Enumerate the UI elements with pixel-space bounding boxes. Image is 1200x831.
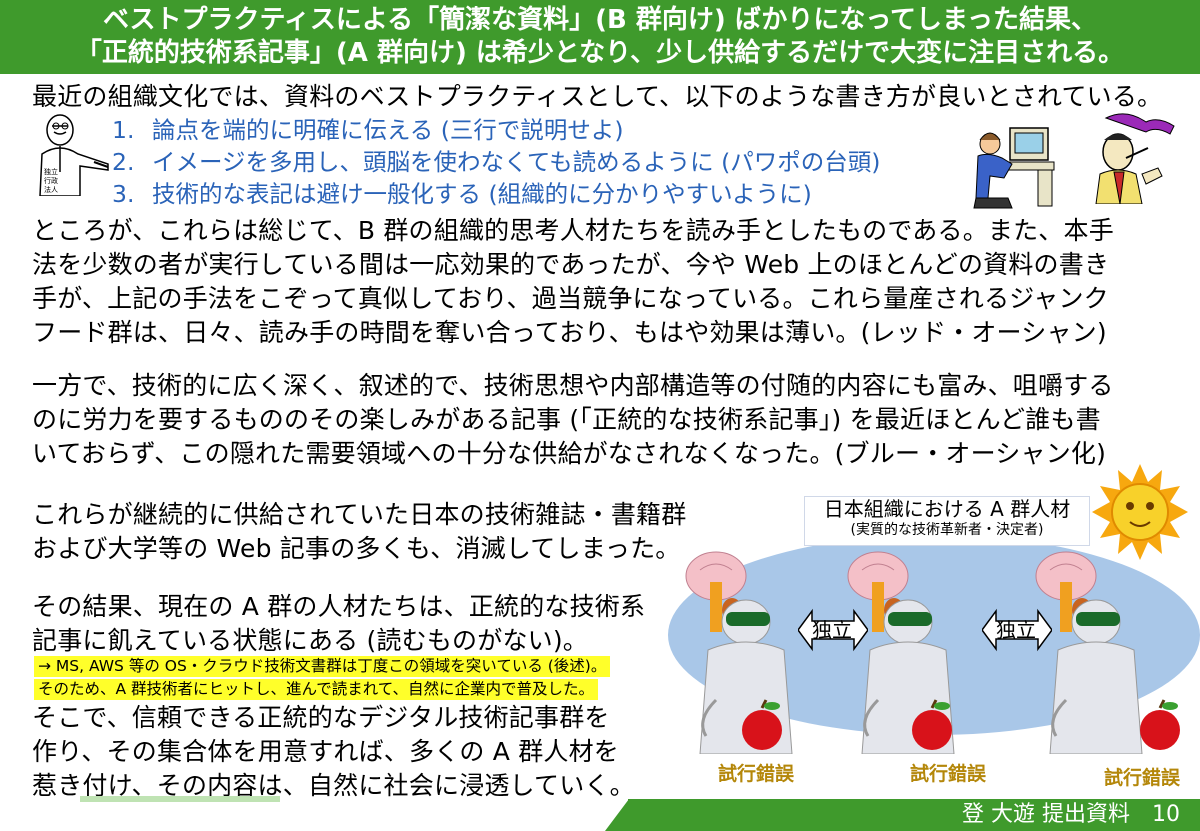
list-item: 2. イメージを多用し、頭脳を使わなくても読めるように (パワポの台頭): [112, 146, 880, 178]
paragraph-3: これらが継続的に供給されていた日本の技術雑誌・書籍群 および大学等の Web 記…: [32, 498, 686, 566]
footer-accent-line: [80, 796, 280, 802]
list-item: 3. 技術的な表記は避け一般化する (組織的に分かりやすいように): [112, 178, 880, 210]
highlight-line-1: → MS, AWS 等の OS・クラウド技術文書群は丁度この領域を突いている (…: [34, 656, 611, 677]
independence-label: 独立: [996, 618, 1036, 642]
paragraph-2: 一方で、技術的に広く深く、叙述的で、技術思想や内部構造等の付随的内容にも富み、咀…: [32, 369, 1114, 471]
list-text: イメージを多用し、頭脳を使わなくても読めるように (パワポの台頭): [152, 148, 881, 176]
paragraph-line: そこで、信頼できる正統的なデジタル技術記事群を: [32, 703, 610, 732]
highlight-line-2: そのため、A 群技術者にヒットし、進んで読まれて、自然に企業内で普及した。: [34, 679, 599, 700]
a-group-subtitle: (実質的な技術革新者・決定者): [850, 522, 1044, 538]
list-number: 3.: [112, 180, 135, 208]
a-group-title: 日本組織における A 群人材: [823, 497, 1071, 521]
paragraph-line: 記事に飢えている状態にある (読むものがない)。: [32, 626, 589, 655]
a-group-label: 日本組織における A 群人材 (実質的な技術革新者・決定者): [804, 496, 1090, 546]
footer-bar: [628, 799, 1200, 831]
header-line-1: ベストプラクティスによる「簡潔な資料」(B 群向け) ばかりになってしまった結果…: [102, 5, 1098, 35]
svg-text:行政: 行政: [44, 176, 58, 185]
paragraph-line: 法を少数の者が実行している間は一応効果的であったが、今や Web 上のほとんどの…: [32, 250, 1110, 279]
paragraph-line: フード群は、日々、読み手の時間を奪い合っており、もはや効果は薄い。(レッド・オー…: [32, 318, 1107, 347]
independence-arrow-2: 独立: [981, 607, 1053, 653]
list-text: 技術的な表記は避け一般化する (組織的に分かりやすいように): [152, 180, 812, 208]
sun-icon: [1092, 464, 1188, 560]
engineer-figure-3: [1035, 551, 1180, 754]
footer-notch: [605, 799, 629, 831]
best-practice-list: 1. 論点を端的に明確に伝える (三行で説明せよ) 2. イメージを多用し、頭脳を使…: [112, 114, 880, 210]
slide-header: ベストプラクティスによる「簡潔な資料」(B 群向け) ばかりになってしまった結果…: [0, 0, 1200, 74]
paragraph-5: そこで、信頼できる正統的なデジタル技術記事群を 作り、その集合体を用意すれば、多…: [32, 701, 635, 803]
trial-error-label-3: 試行錯誤: [1104, 767, 1181, 789]
paragraph-line: いておらず、この隠れた需要領域への十分な供給がなされなくなった。(ブルー・オーシ…: [32, 439, 1107, 468]
paragraph-line: 手が、上記の手法をこぞって真似しており、過当競争になっている。これら量産されるジ…: [32, 284, 1109, 313]
smoking-man-illustration: [1095, 113, 1175, 204]
paragraph-line: 惹き付け、その内容は、自然に社会に浸透していく。: [32, 771, 635, 800]
independence-label: 独立: [812, 618, 852, 642]
paragraph-4: その結果、現在の A 群の人材たちは、正統的な技術系 記事に飢えている状態にある…: [32, 590, 645, 658]
computer-user-illustration: [973, 127, 1055, 209]
trial-error-label-1: 試行錯誤: [718, 763, 795, 785]
list-number: 2.: [112, 148, 135, 176]
paragraph-line: これらが継続的に供給されていた日本の技術雑誌・書籍群: [32, 500, 687, 529]
engineer-figure-2: [847, 551, 955, 754]
engineer-figure-1: [685, 551, 793, 754]
independence-arrow-1: 独立: [797, 607, 869, 653]
list-item: 1. 論点を端的に明確に伝える (三行で説明せよ): [112, 114, 880, 146]
list-text: 論点を端的に明確に伝える (三行で説明せよ): [152, 116, 624, 144]
paragraph-line: のに労力を要するもののその楽しみがある記事 (「正統的な技術系記事」) を最近ほ…: [32, 405, 1101, 434]
paragraph-line: および大学等の Web 記事の多くも、消滅してしまった。: [32, 534, 681, 563]
trial-error-label-2: 試行錯誤: [910, 763, 987, 785]
svg-text:独立: 独立: [44, 167, 58, 176]
paragraph-1: ところが、これらは総じて、B 群の組織的思考人材たちを読み手としたものである。ま…: [32, 214, 1114, 350]
pointing-man-illustration: 独立 行政 法人: [39, 114, 109, 196]
paragraph-line: ところが、これらは総じて、B 群の組織的思考人材たちを読み手としたものである。ま…: [32, 216, 1114, 245]
list-number: 1.: [112, 116, 135, 144]
paragraph-line: 一方で、技術的に広く深く、叙述的で、技術思想や内部構造等の付随的内容にも富み、咀…: [32, 371, 1114, 400]
svg-text:法人: 法人: [44, 185, 58, 194]
footer-text: 登 大遊 提出資料 10: [962, 802, 1180, 827]
paragraph-line: その結果、現在の A 群の人材たちは、正統的な技術系: [32, 592, 646, 621]
intro-text: 最近の組織文化では、資料のベストプラクティスとして、以下のような書き方が良いとさ…: [32, 82, 1163, 111]
header-line-2: 「正統的技術系記事」(A 群向け) は希少となり、少し供給するだけで大変に注目さ…: [75, 38, 1125, 68]
paragraph-line: 作り、その集合体を用意すれば、多くの A 群人材を: [32, 737, 619, 766]
